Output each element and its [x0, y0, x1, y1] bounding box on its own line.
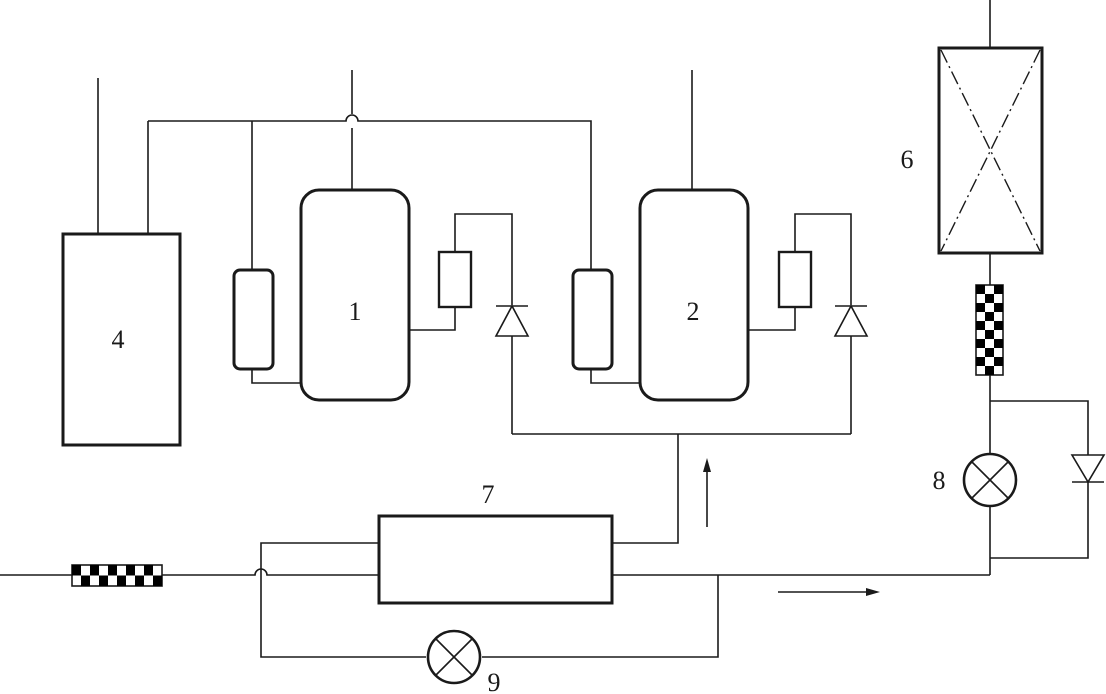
check-valve-2: [833, 304, 869, 337]
expansion-valve-8-branch: 8: [933, 375, 1106, 575]
heat-exchanger-7: [377, 514, 614, 605]
filter-drier-horizontal: [71, 564, 163, 587]
discharge-manifold: [512, 433, 851, 544]
compressor-1: [299, 188, 411, 402]
compressor-1-label: 1: [349, 297, 362, 326]
compressor-group-1: 1: [232, 188, 530, 434]
bottom-piping: 7 9: [0, 480, 990, 694]
bypass-check-valve: [1070, 454, 1106, 484]
expansion-valve-9: [426, 629, 482, 685]
accumulator-2: [571, 268, 614, 371]
check-valve-1: [494, 304, 530, 337]
flow-arrow-right-icon: [866, 588, 880, 596]
valve-9-label: 9: [488, 668, 501, 694]
heat-exchanger-6-label: 6: [901, 145, 914, 174]
heat-exchanger-7-label: 7: [482, 480, 495, 509]
flow-arrow-up-icon: [703, 458, 711, 472]
unit-4: 4: [61, 232, 182, 447]
compressor-2-label: 2: [687, 297, 700, 326]
expansion-valve-8: [962, 452, 1018, 508]
oil-separator-2: [777, 250, 813, 309]
compressor-group-2: 2: [571, 188, 869, 434]
valve-8-label: 8: [933, 466, 946, 495]
oil-separator-1: [437, 250, 473, 309]
top-piping: [97, 70, 693, 270]
compressor-2: [638, 188, 750, 402]
accumulator-1: [232, 268, 275, 371]
unit-4-label: 4: [112, 325, 125, 354]
heat-exchanger-6: 6: [901, 0, 1044, 285]
filter-drier-vertical: [975, 284, 1004, 376]
